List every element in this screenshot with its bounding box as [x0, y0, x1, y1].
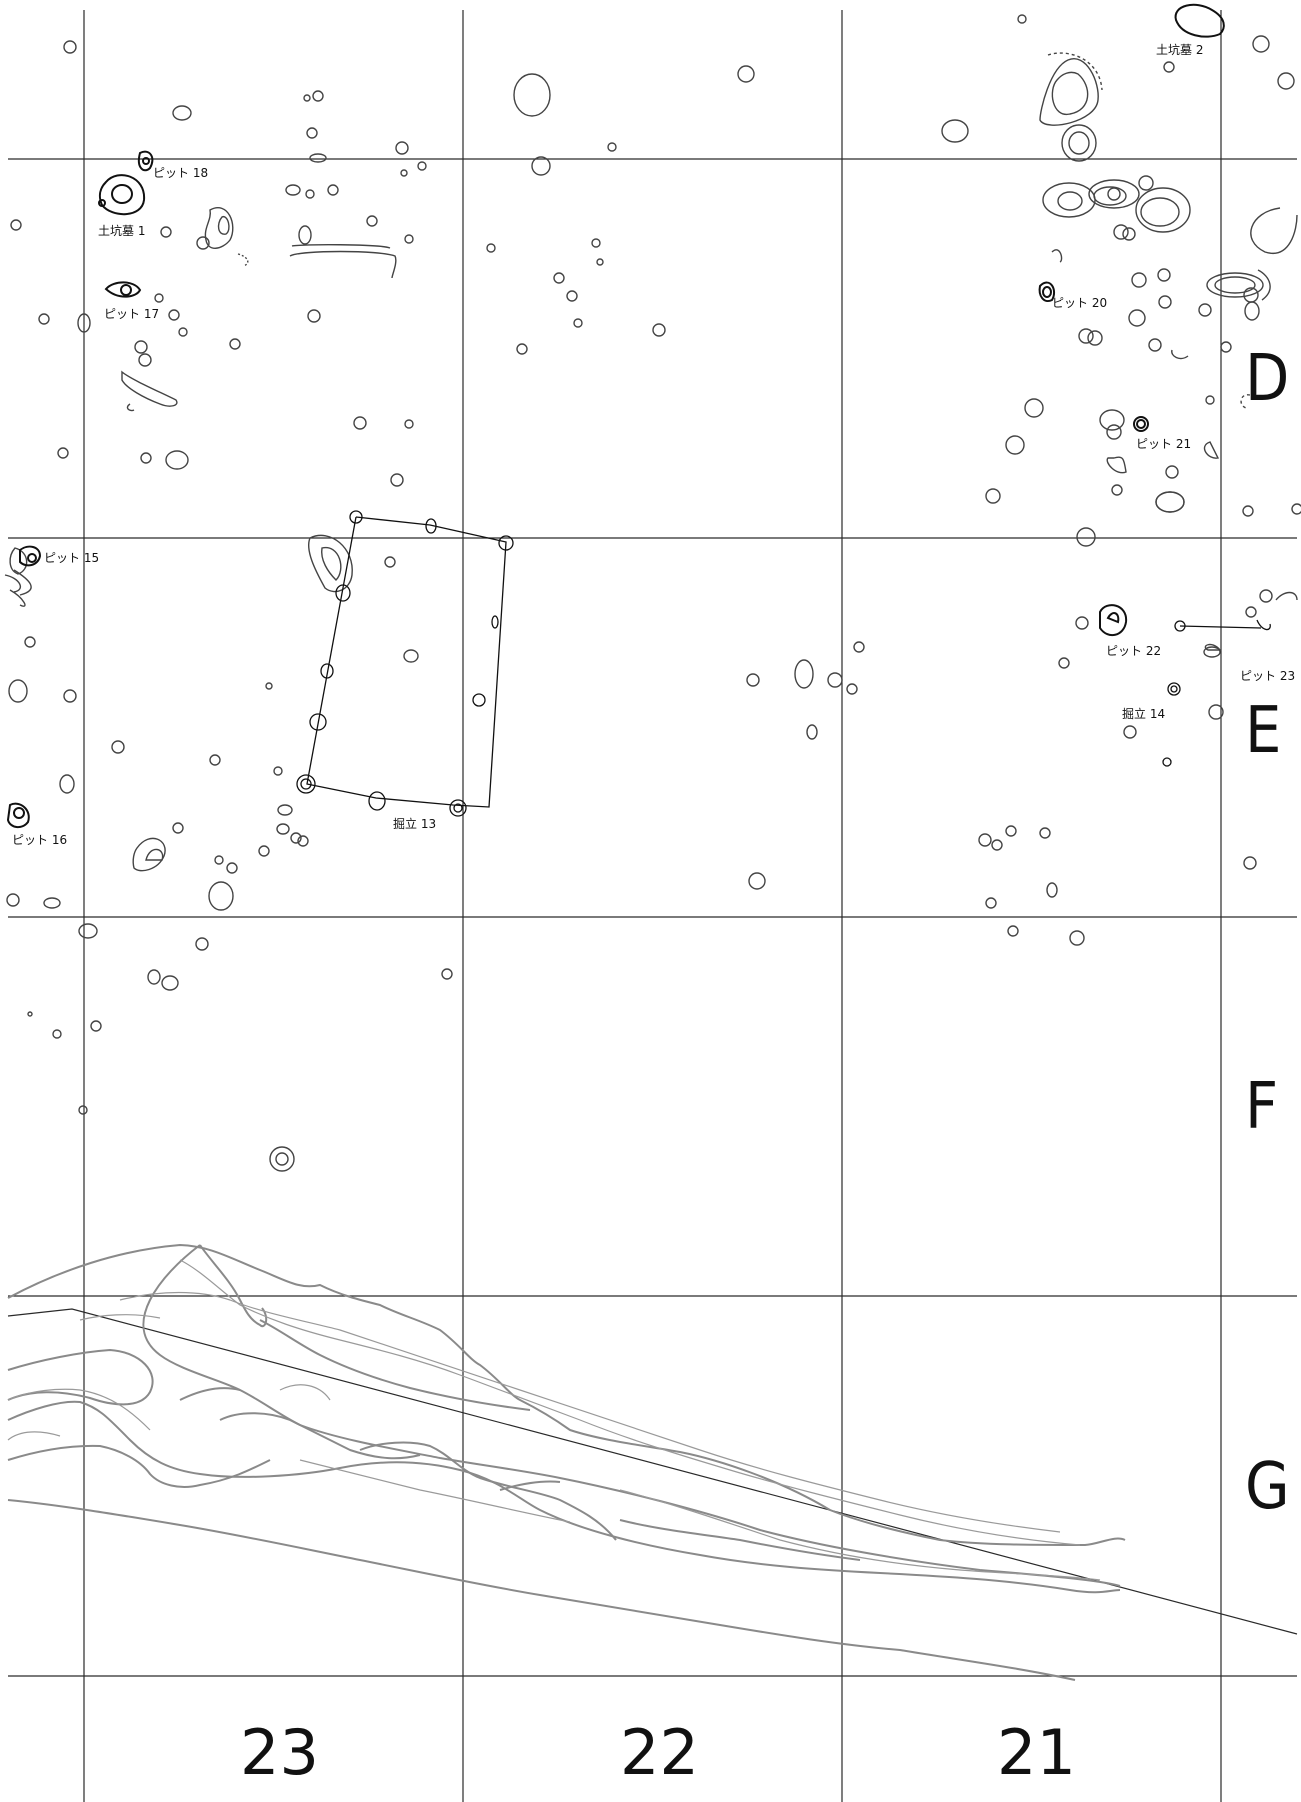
labelled-features: [6, 3, 1225, 828]
feature-labels: ピット 18 土坑墓 1 ピット 17 ピット 15 ピット 16 掘立 13 …: [12, 42, 1295, 847]
contour-lines: [7, 1243, 1126, 1681]
column-label-21: 21: [997, 1716, 1076, 1789]
row-label-f: F: [1245, 1070, 1278, 1144]
label-pit-17: ピット 17: [104, 307, 159, 321]
building-14-outline: [1162, 619, 1271, 767]
row-labels: D E F G: [1245, 342, 1290, 1524]
column-label-23: 23: [240, 1716, 319, 1789]
label-building-13: 掘立 13: [393, 816, 436, 831]
label-pit-22: ピット 22: [1106, 644, 1161, 658]
row-label-d: D: [1245, 342, 1289, 416]
row-label-e: E: [1245, 694, 1281, 768]
label-grave-2: 土坑墓 2: [1156, 42, 1203, 57]
label-pit-21: ピット 21: [1136, 437, 1191, 451]
label-pit-20: ピット 20: [1052, 296, 1107, 310]
label-building-14: 掘立 14: [1122, 706, 1165, 721]
label-pit-23: ピット 23: [1240, 669, 1295, 683]
label-pit-16: ピット 16: [12, 833, 67, 847]
grid-lines: [8, 10, 1297, 1802]
column-label-22: 22: [620, 1716, 699, 1789]
label-pit-15: ピット 15: [44, 551, 99, 565]
column-labels: 23 22 21: [240, 1716, 1076, 1789]
irregular-features: [4, 52, 1298, 872]
label-grave-1: 土坑墓 1: [98, 223, 145, 238]
small-pits: [6, 14, 1301, 1172]
row-label-g: G: [1245, 1450, 1290, 1524]
building-13-outline: [296, 510, 514, 817]
label-pit-18: ピット 18: [153, 166, 208, 180]
excavation-boundary: [7, 1308, 1298, 1635]
